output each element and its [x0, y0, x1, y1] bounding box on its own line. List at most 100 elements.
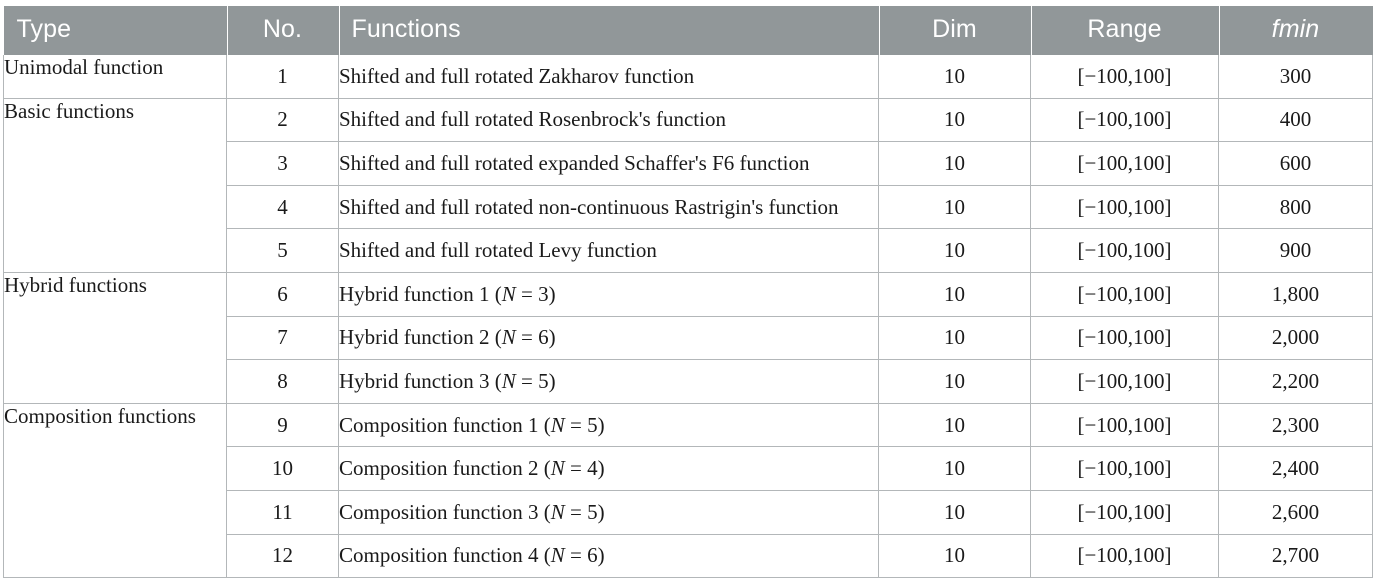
table-header: Type No. Functions Dim Range fmin [3, 6, 1373, 55]
function-variable-value: = 5) [564, 499, 605, 524]
function-variable-symbol: N [501, 368, 516, 393]
cell-function: Composition function 3 (N = 5) [338, 490, 879, 535]
cell-function: Shifted and full rotated Levy function [338, 228, 879, 273]
column-header-type: Type [3, 6, 227, 55]
function-variable-value: = 5) [564, 412, 605, 437]
cell-range: [−100,100] [1030, 98, 1219, 143]
function-name-text: Shifted and full rotated Rosenbrock's fu… [339, 107, 726, 132]
cell-no: 3 [226, 141, 339, 186]
cell-range: [−100,100] [1030, 359, 1219, 404]
table-header-row: Type No. Functions Dim Range fmin [3, 6, 1373, 55]
cell-fmin: 400 [1218, 98, 1373, 143]
cell-dim: 10 [878, 403, 1031, 448]
cell-range: [−100,100] [1030, 446, 1219, 491]
cell-fmin: 1,800 [1218, 272, 1373, 317]
cell-fmin: 2,000 [1218, 316, 1373, 361]
cell-fmin: 2,700 [1218, 534, 1373, 578]
cell-function: Shifted and full rotated Zakharov functi… [338, 55, 879, 99]
cell-fmin: 2,200 [1218, 359, 1373, 404]
function-name-text: Composition function 2 ( [339, 456, 551, 481]
cell-dim: 10 [878, 55, 1031, 99]
cell-no: 4 [226, 185, 339, 230]
function-name-text: Hybrid function 3 ( [339, 368, 502, 393]
column-header-fmin: fmin [1218, 6, 1373, 55]
cell-range: [−100,100] [1030, 534, 1219, 578]
cell-fmin: 2,400 [1218, 446, 1373, 491]
cell-dim: 10 [878, 98, 1031, 143]
cell-no: 8 [226, 359, 339, 404]
cell-fmin: 800 [1218, 185, 1373, 230]
cell-type: Unimodal function [3, 55, 227, 99]
cell-type: Composition functions [3, 403, 227, 578]
function-variable-symbol: N [550, 412, 565, 437]
cell-fmin: 600 [1218, 141, 1373, 186]
cell-function: Shifted and full rotated Rosenbrock's fu… [338, 98, 879, 143]
cell-function: Composition function 1 (N = 5) [338, 403, 879, 448]
function-variable-symbol: N [501, 325, 516, 350]
cell-dim: 10 [878, 490, 1031, 535]
cell-type: Basic functions [3, 98, 227, 273]
function-variable-symbol: N [501, 281, 516, 306]
cell-dim: 10 [878, 446, 1031, 491]
cell-dim: 10 [878, 228, 1031, 273]
cell-type: Hybrid functions [3, 272, 227, 404]
cell-no: 10 [226, 446, 339, 491]
function-variable-value: = 3) [515, 281, 556, 306]
function-variable-symbol: N [550, 543, 565, 568]
function-variable-symbol: N [550, 499, 565, 524]
function-name-text: Shifted and full rotated Zakharov functi… [339, 63, 695, 88]
cell-fmin: 300 [1218, 55, 1373, 99]
function-name-text: Shifted and full rotated expanded Schaff… [339, 150, 810, 175]
cell-fmin: 900 [1218, 228, 1373, 273]
function-variable-value: = 6) [564, 543, 605, 568]
cell-fmin: 2,600 [1218, 490, 1373, 535]
cell-dim: 10 [878, 272, 1031, 317]
cell-fmin: 2,300 [1218, 403, 1373, 448]
cell-no: 9 [226, 403, 339, 448]
cell-function: Composition function 2 (N = 4) [338, 446, 879, 491]
cell-function: Hybrid function 1 (N = 3) [338, 272, 879, 317]
cell-no: 7 [226, 316, 339, 361]
cell-function: Hybrid function 3 (N = 5) [338, 359, 879, 404]
function-variable-value: = 4) [564, 456, 605, 481]
function-name-text: Shifted and full rotated Levy function [339, 238, 657, 263]
cell-range: [−100,100] [1030, 228, 1219, 273]
cell-range: [−100,100] [1030, 403, 1219, 448]
cell-function: Shifted and full rotated non-continuous … [338, 185, 879, 230]
function-name-text: Hybrid function 2 ( [339, 325, 502, 350]
cell-dim: 10 [878, 185, 1031, 230]
cell-dim: 10 [878, 141, 1031, 186]
benchmark-functions-table-container: Type No. Functions Dim Range fmin Unimod… [3, 6, 1373, 578]
column-header-no: No. [226, 6, 339, 55]
function-name-text: Composition function 1 ( [339, 412, 551, 437]
cell-no: 2 [226, 98, 339, 143]
function-name-text: Composition function 3 ( [339, 499, 551, 524]
function-variable-value: = 6) [515, 325, 556, 350]
cell-no: 11 [226, 490, 339, 535]
function-name-text: Composition function 4 ( [339, 543, 551, 568]
cell-no: 1 [226, 55, 339, 99]
cell-range: [−100,100] [1030, 185, 1219, 230]
cell-no: 12 [226, 534, 339, 578]
function-name-text: Shifted and full rotated non-continuous … [339, 194, 839, 219]
benchmark-functions-table: Type No. Functions Dim Range fmin Unimod… [3, 6, 1373, 578]
cell-range: [−100,100] [1030, 316, 1219, 361]
cell-dim: 10 [878, 359, 1031, 404]
cell-range: [−100,100] [1030, 490, 1219, 535]
function-name-text: Hybrid function 1 ( [339, 281, 502, 306]
cell-no: 6 [226, 272, 339, 317]
cell-dim: 10 [878, 316, 1031, 361]
column-header-functions: Functions [338, 6, 879, 55]
column-header-range: Range [1030, 6, 1219, 55]
